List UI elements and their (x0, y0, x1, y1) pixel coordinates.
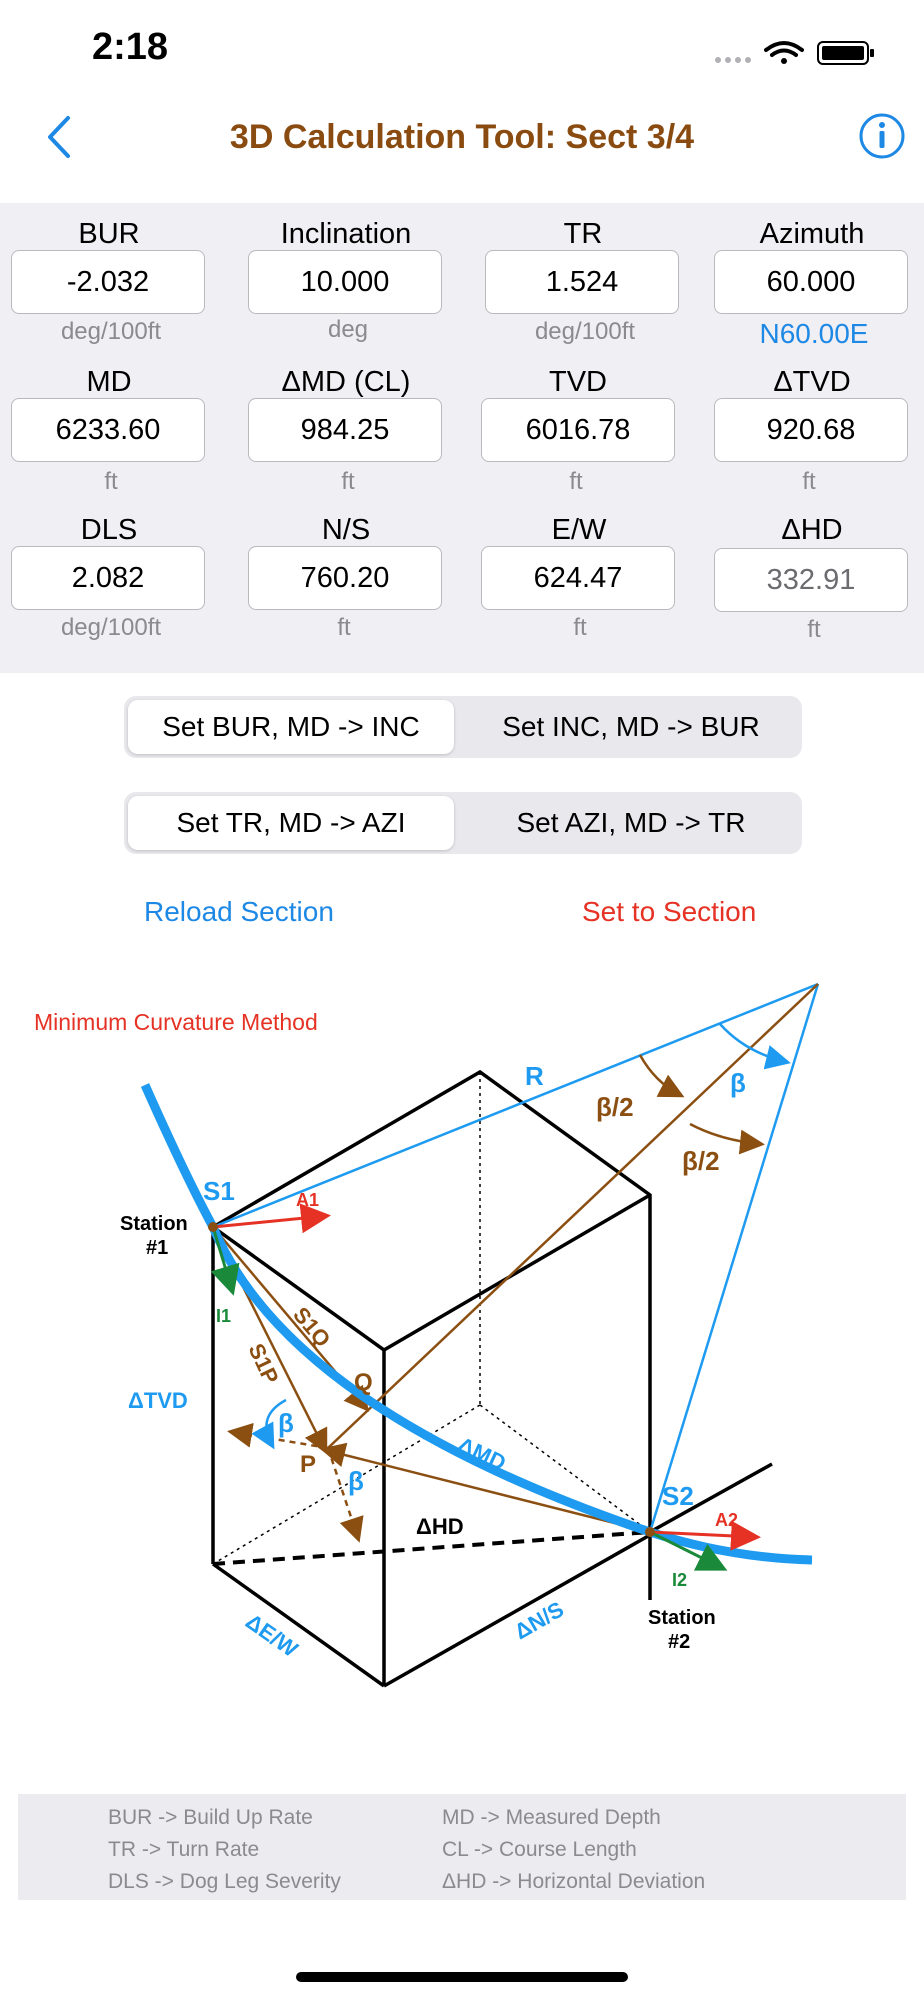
unit-dtvd: ft (802, 468, 816, 495)
reload-section-button[interactable]: Reload Section (144, 896, 334, 927)
tr-azi-segmented-control: Set TR, MD -> AZI Set AZI, MD -> TR (124, 792, 802, 854)
label-s1: S1 (203, 1176, 235, 1206)
abbreviation-legend (18, 1794, 906, 1900)
segment-set-bur[interactable]: Set BUR, MD -> INC (128, 700, 454, 754)
label-tvd: TVD (549, 366, 607, 398)
label-i1: I1 (216, 1306, 231, 1326)
label-azimuth: Azimuth (759, 218, 865, 250)
label-md: MD (86, 366, 132, 398)
label-a1: A1 (296, 1190, 319, 1210)
set-to-section-button[interactable]: Set to Section (582, 896, 757, 927)
unit-bur: deg/100ft (60, 318, 162, 345)
label-s2: S2 (662, 1481, 694, 1511)
signal-icon (715, 57, 751, 63)
label-half-beta-2: β/2 (682, 1146, 720, 1176)
unit-ns: ft (337, 614, 351, 641)
label-dhd: ΔHD (781, 514, 843, 546)
label-dls: DLS (80, 514, 138, 546)
label-beta-q: β (348, 1466, 364, 1496)
station1-marker (208, 1222, 218, 1232)
label-half-beta-1: β/2 (596, 1092, 634, 1122)
label-ns: N/S (321, 514, 371, 546)
label-dmd: ΔMD (CL) (281, 366, 411, 398)
label-bur: BUR (78, 218, 140, 250)
dtvd-field[interactable]: 920.68 (714, 398, 908, 462)
page-title: 3D Calculation Tool: Sect 3/4 (229, 118, 695, 156)
label-inclination: Inclination (280, 218, 412, 250)
label-dtvd: ΔTVD (128, 1388, 188, 1413)
label-i2: I2 (672, 1570, 687, 1590)
label-a2: A2 (715, 1510, 738, 1530)
bur-field[interactable]: -2.032 (11, 250, 205, 314)
bur-inc-segmented-control: Set BUR, MD -> INC Set INC, MD -> BUR (124, 696, 802, 758)
legend-cl: CL -> Course Length (442, 1838, 637, 1861)
unit-dhd: ft (807, 616, 821, 643)
tangent-lines (211, 983, 819, 1543)
label-dns: ΔN/S (510, 1596, 568, 1644)
wifi-icon (764, 41, 804, 64)
unit-md: ft (104, 468, 118, 495)
legend-tr: TR -> Turn Rate (108, 1838, 260, 1861)
unit-inclination: deg (327, 316, 369, 343)
dhd-field: 332.91 (714, 548, 908, 612)
unit-ew: ft (573, 614, 587, 641)
label-dew: ΔE/W (241, 1609, 303, 1663)
battery-icon (817, 41, 874, 65)
tr-field[interactable]: 1.524 (485, 250, 679, 314)
legend-dls: DLS -> Dog Leg Severity (108, 1870, 341, 1893)
legend-bur: BUR -> Build Up Rate (108, 1806, 313, 1829)
label-ew: E/W (551, 514, 607, 546)
unit-dmd: ft (341, 468, 355, 495)
station2-marker (645, 1527, 655, 1537)
label-station2-num: #2 (668, 1631, 690, 1653)
label-beta-p: β (278, 1408, 294, 1438)
segment-set-tr[interactable]: Set TR, MD -> AZI (128, 796, 454, 850)
dmd-field[interactable]: 984.25 (248, 398, 442, 462)
tvd-field[interactable]: 6016.78 (481, 398, 675, 462)
legend-md: MD -> Measured Depth (442, 1806, 661, 1829)
unit-dls: deg/100ft (60, 614, 162, 641)
md-field[interactable]: 6233.60 (11, 398, 205, 462)
label-tr: TR (563, 218, 603, 250)
method-title: Minimum Curvature Method (34, 1009, 318, 1035)
label-station1-num: #1 (146, 1237, 168, 1259)
label-dhd: ΔHD (416, 1514, 464, 1539)
label-station2: Station (648, 1607, 716, 1629)
unit-tvd: ft (569, 468, 583, 495)
back-chevron-icon[interactable] (40, 112, 80, 162)
i2-vector (649, 1530, 728, 1571)
dls-field[interactable]: 2.082 (11, 546, 205, 610)
radius-triangle (212, 982, 820, 1533)
status-time: 2:18 (92, 26, 169, 68)
ns-extension (649, 1462, 773, 1534)
label-p: P (300, 1451, 316, 1478)
home-indicator (296, 1972, 628, 1982)
label-r: R (525, 1061, 544, 1091)
info-icon[interactable] (858, 112, 906, 160)
ns-field[interactable]: 760.20 (248, 546, 442, 610)
i1-vector (210, 1226, 240, 1296)
beta-arc-p (251, 1398, 287, 1450)
beta-arc (719, 1023, 791, 1070)
label-beta: β (730, 1068, 746, 1098)
dhd-line (212, 1530, 651, 1566)
unit-tr: deg/100ft (534, 318, 636, 345)
a1-vector (212, 1203, 331, 1234)
label-station1: Station (120, 1213, 188, 1235)
ew-field[interactable]: 624.47 (481, 546, 675, 610)
segment-set-inc[interactable]: Set INC, MD -> BUR (502, 711, 760, 742)
azimuth-quadrant: N60.00E (759, 318, 869, 349)
a2-vector (649, 1520, 761, 1551)
label-q: Q (354, 1369, 373, 1396)
hidden-edges (212, 1072, 651, 1565)
status-icons (715, 41, 874, 65)
legend-dhd: ΔHD -> Horizontal Deviation (442, 1870, 706, 1893)
azimuth-field[interactable]: 60.000 (714, 250, 908, 314)
inclination-field[interactable]: 10.000 (248, 250, 442, 314)
segment-set-azi[interactable]: Set AZI, MD -> TR (516, 807, 746, 838)
label-s1p: S1P (243, 1340, 283, 1388)
minimum-curvature-diagram: Minimum Curvature Method (34, 982, 820, 1688)
label-dtvd: ΔTVD (773, 366, 851, 398)
